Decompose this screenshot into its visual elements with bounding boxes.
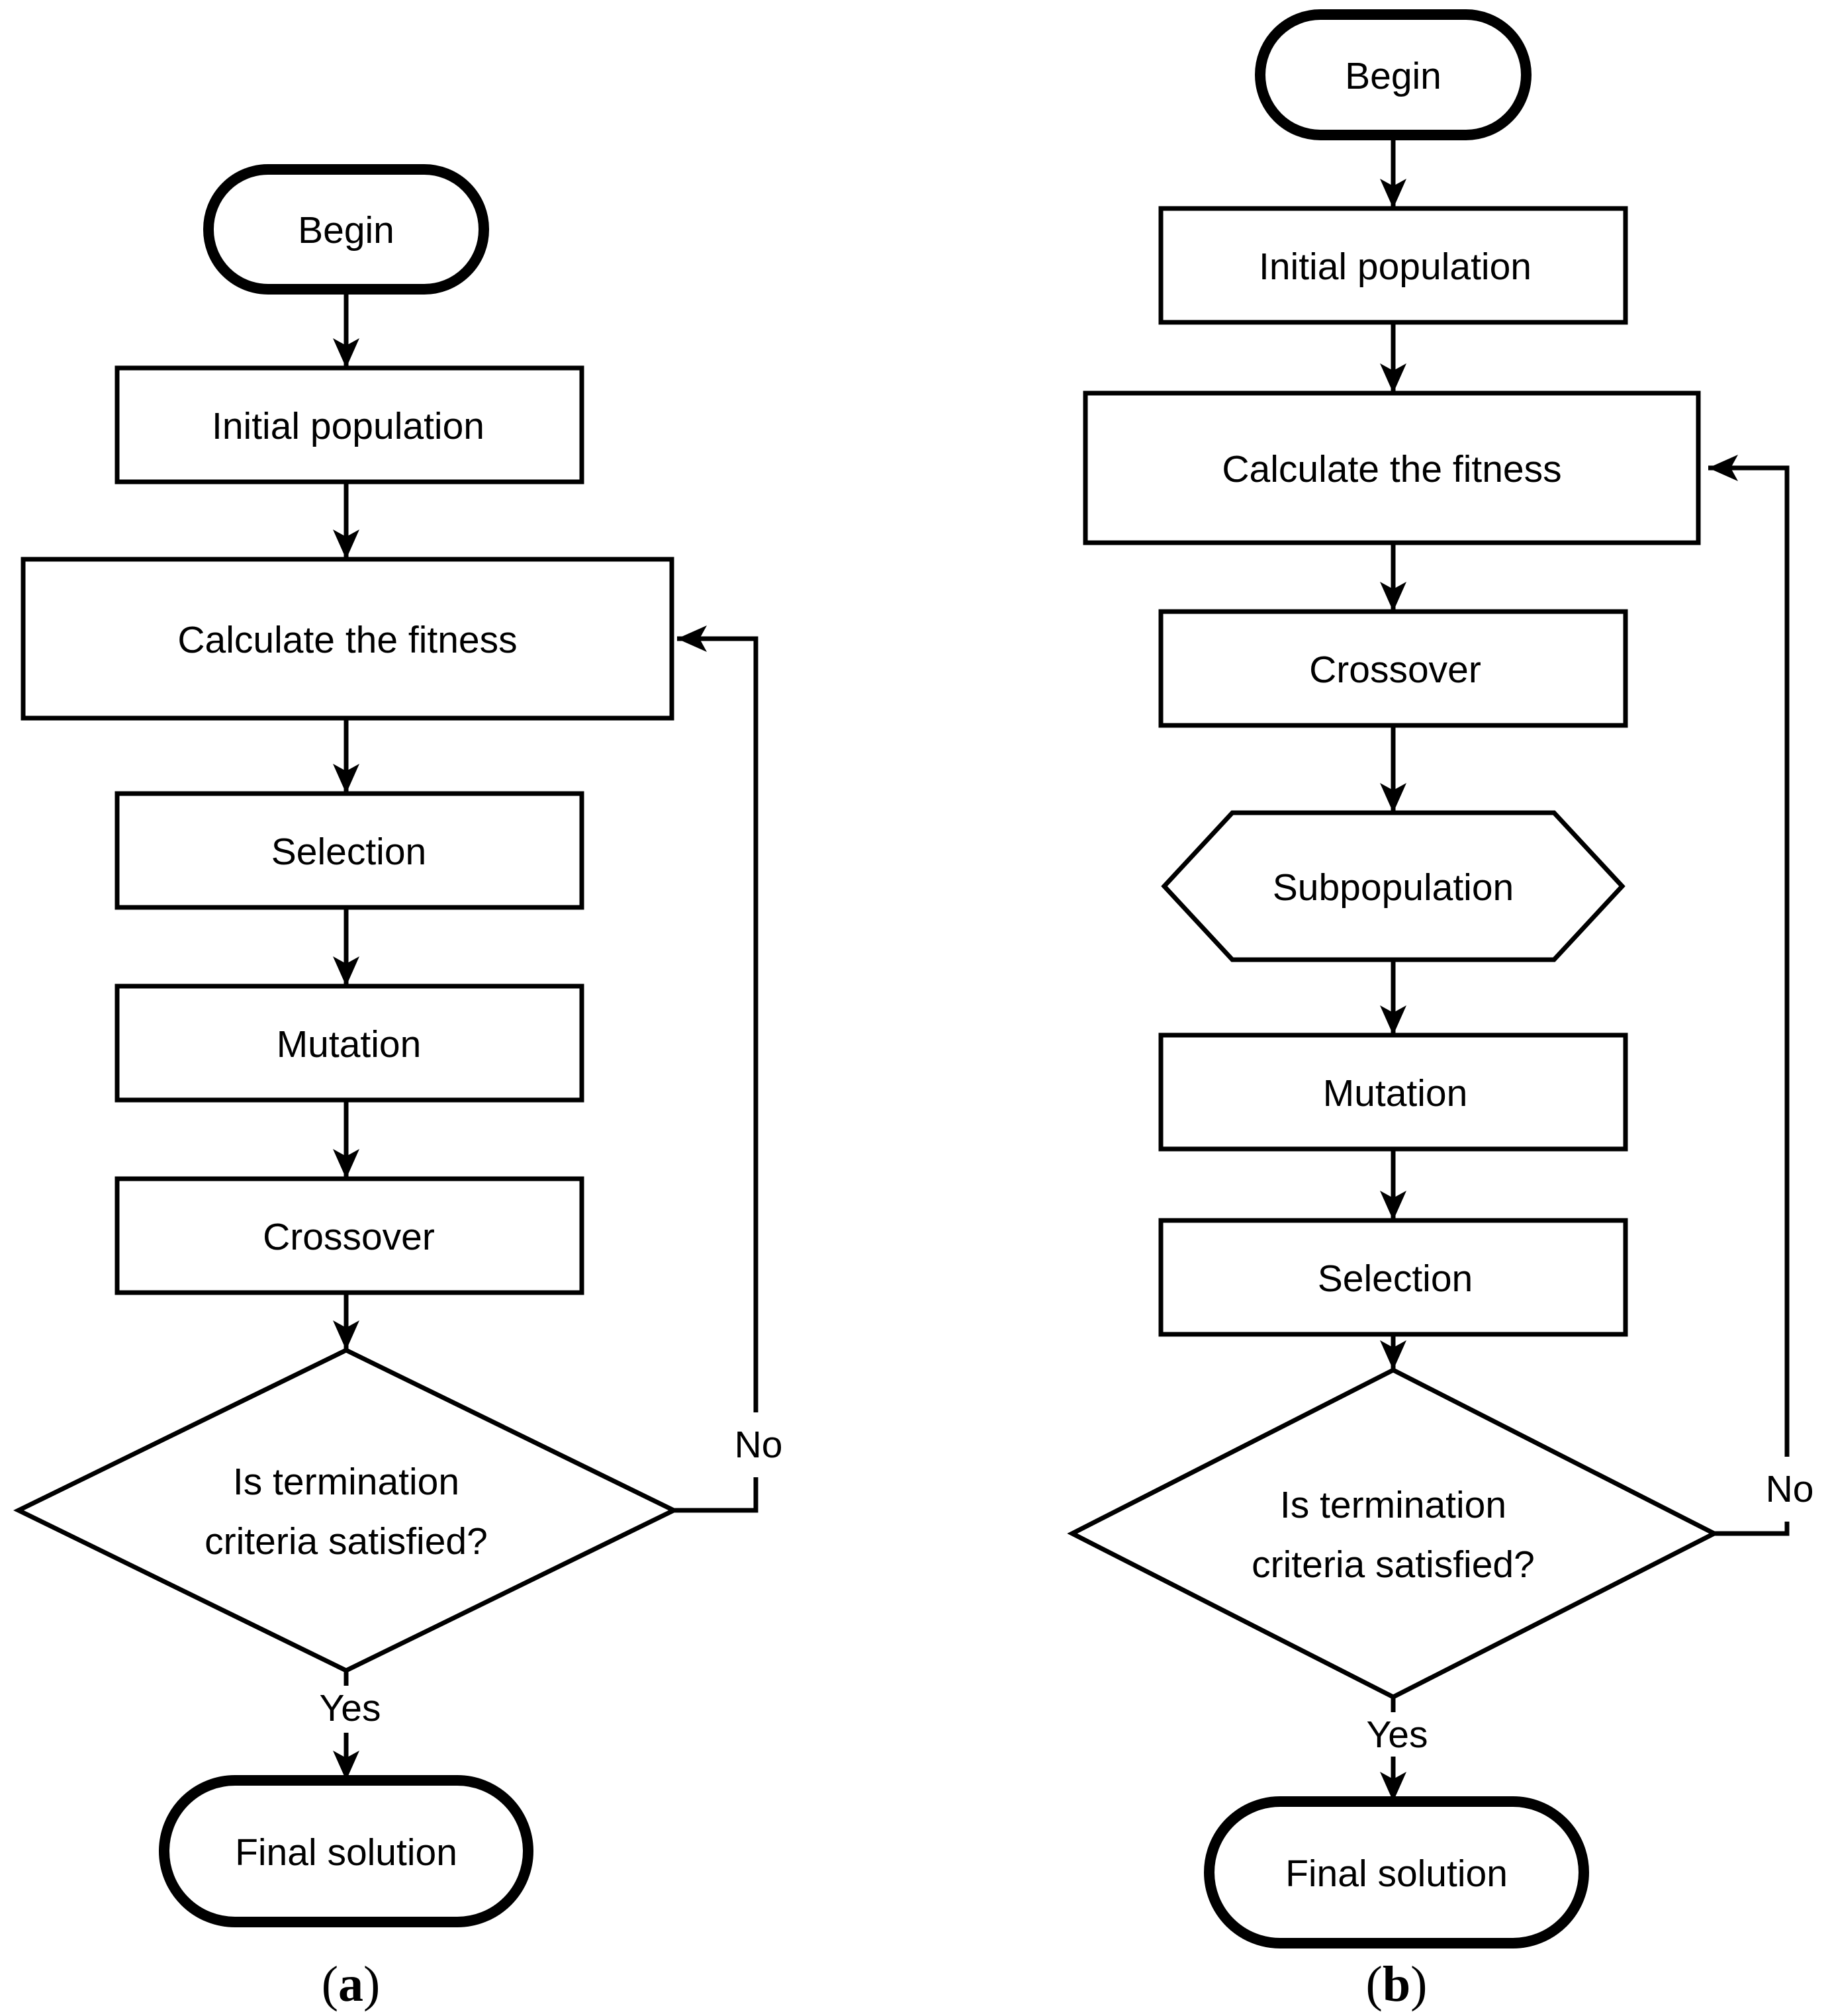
process-initial-population-label-a: Initial population: [212, 405, 484, 447]
no-label-a: No: [735, 1424, 783, 1466]
process-crossover-label-a: Crossover: [263, 1216, 435, 1258]
process-crossover-label-b: Crossover: [1309, 649, 1481, 691]
hexagon-subpopulation-label-b: Subpopulation: [1273, 866, 1514, 909]
process-calculate-fitness-b: [1083, 390, 1701, 545]
caption-a-close: ): [363, 1956, 380, 2012]
process-selection-label-b: Selection: [1318, 1258, 1473, 1300]
no-loop-path-a: [674, 625, 758, 1513]
process-selection-a: [114, 791, 584, 910]
no-label-b: No: [1766, 1468, 1814, 1510]
flowchart-b: Begin Initial population Calculate the f…: [1067, 9, 1829, 2012]
process-mutation-label-b: Mutation: [1323, 1072, 1468, 1115]
process-crossover-a: [114, 1176, 584, 1295]
decision-termination-line2-b: criteria satisfied?: [1252, 1543, 1535, 1586]
caption-b-open: (: [1366, 1956, 1383, 2012]
process-mutation-b: [1158, 1032, 1628, 1152]
caption-b-letter: b: [1383, 1956, 1410, 2012]
process-calculate-fitness-label-a: Calculate the fitness: [177, 619, 517, 661]
process-initial-population-a: [114, 365, 584, 484]
process-calculate-fitness-label-b: Calculate the fitness: [1222, 448, 1561, 490]
process-initial-population-b: [1158, 206, 1628, 325]
terminator-final-solution-label-a: Final solution: [235, 1831, 457, 1874]
process-selection-label-a: Selection: [271, 831, 427, 873]
process-mutation-a: [114, 984, 584, 1103]
terminator-final-solution-b: [1204, 1796, 1589, 1948]
decision-termination-line1-a: Is termination: [233, 1461, 459, 1503]
flowchart-a: Begin Initial population Calculate the f…: [13, 164, 798, 2012]
yes-label-a: Yes: [320, 1687, 381, 1729]
caption-a-open: (: [322, 1956, 338, 2012]
hexagon-subpopulation-b: [1161, 810, 1626, 962]
process-calculate-fitness-a: [21, 557, 674, 721]
decision-termination-line1-b: Is termination: [1280, 1484, 1506, 1526]
process-initial-population-label-b: Initial population: [1259, 246, 1532, 288]
yes-label-b: Yes: [1367, 1714, 1428, 1756]
caption-a: (a): [322, 1956, 381, 2012]
no-loop-path-b: [1708, 455, 1790, 1536]
caption-a-letter: a: [338, 1956, 363, 2012]
caption-b-close: ): [1410, 1956, 1427, 2012]
caption-b: (b): [1366, 1956, 1428, 2012]
terminator-final-solution-label-b: Final solution: [1285, 1853, 1508, 1895]
terminator-begin-label-a: Begin: [298, 209, 394, 252]
no-label-background-a: [719, 1412, 798, 1477]
no-label-background-b: [1750, 1457, 1829, 1522]
terminator-final-solution-a: [159, 1775, 533, 1927]
process-mutation-label-a: Mutation: [277, 1023, 422, 1066]
decision-termination-line2-a: criteria satisfied?: [205, 1520, 488, 1563]
terminator-begin-label-b: Begin: [1345, 55, 1442, 97]
